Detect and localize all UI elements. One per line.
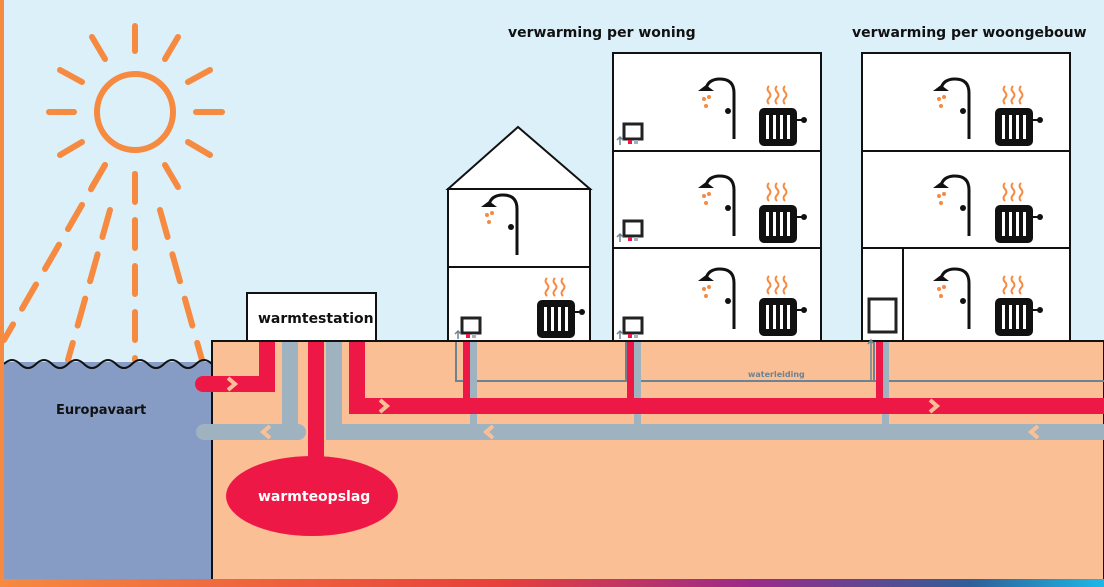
sun-rays [1, 162, 205, 363]
hot-supply-pipes [195, 341, 1104, 536]
warmteopslag-label: warmteopslag [258, 489, 370, 505]
bottom-gradient-bar [0, 579, 1104, 587]
title-per-woning: verwarming per woning [508, 25, 696, 41]
warmtestation-label: warmtestation [258, 311, 374, 327]
warmteopslag-ellipse [226, 456, 398, 536]
flow-arrow-icon [226, 376, 1040, 440]
left-border [0, 0, 4, 587]
canal-water [4, 362, 212, 580]
heat-exchanger-icon [867, 297, 898, 381]
warmtestation-box [246, 292, 377, 342]
waterleiding-label: waterleiding [748, 370, 805, 379]
europavaart-label: Europavaart [56, 403, 146, 418]
cold-return-pipes [196, 341, 1104, 440]
water-waves [3, 359, 213, 369]
title-per-woongebouw: verwarming per woongebouw [852, 25, 1087, 41]
building-per-woning [612, 52, 822, 342]
